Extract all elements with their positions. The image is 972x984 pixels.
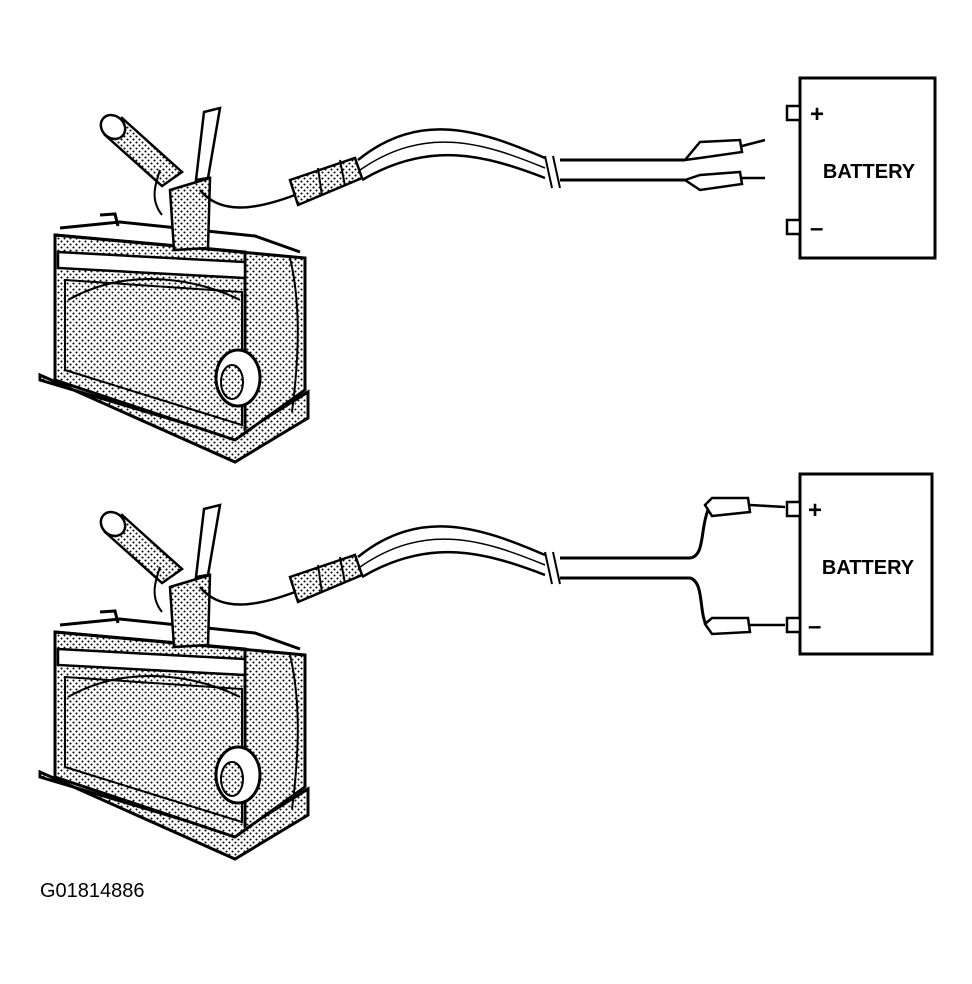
negative-clamp [703,616,785,636]
negative-terminal [785,616,802,634]
positive-clamp [703,496,786,518]
negative-sign: – [808,613,821,640]
battery-charger-illustration [38,106,547,464]
positive-terminal [785,500,802,518]
panel-1: + – BATTERY [38,76,937,464]
positive-sign: + [810,101,824,128]
positive-lead [560,509,710,560]
positive-clamp [681,138,766,162]
positive-sign: + [808,497,822,524]
panel-2: + – BATTERY [38,472,934,861]
battery-label: BATTERY [822,557,915,579]
battery-charger-illustration [38,503,547,861]
battery-box [798,472,934,656]
negative-lead [560,576,710,629]
negative-clamp [682,170,765,192]
negative-terminal [785,218,802,236]
wire-break-marks [544,155,561,189]
figure-id: G01814886 [40,880,145,902]
positive-terminal [785,104,802,122]
battery-label: BATTERY [823,161,916,183]
battery-box [798,76,937,260]
negative-sign: – [810,215,823,242]
wire-break-marks [544,551,561,585]
